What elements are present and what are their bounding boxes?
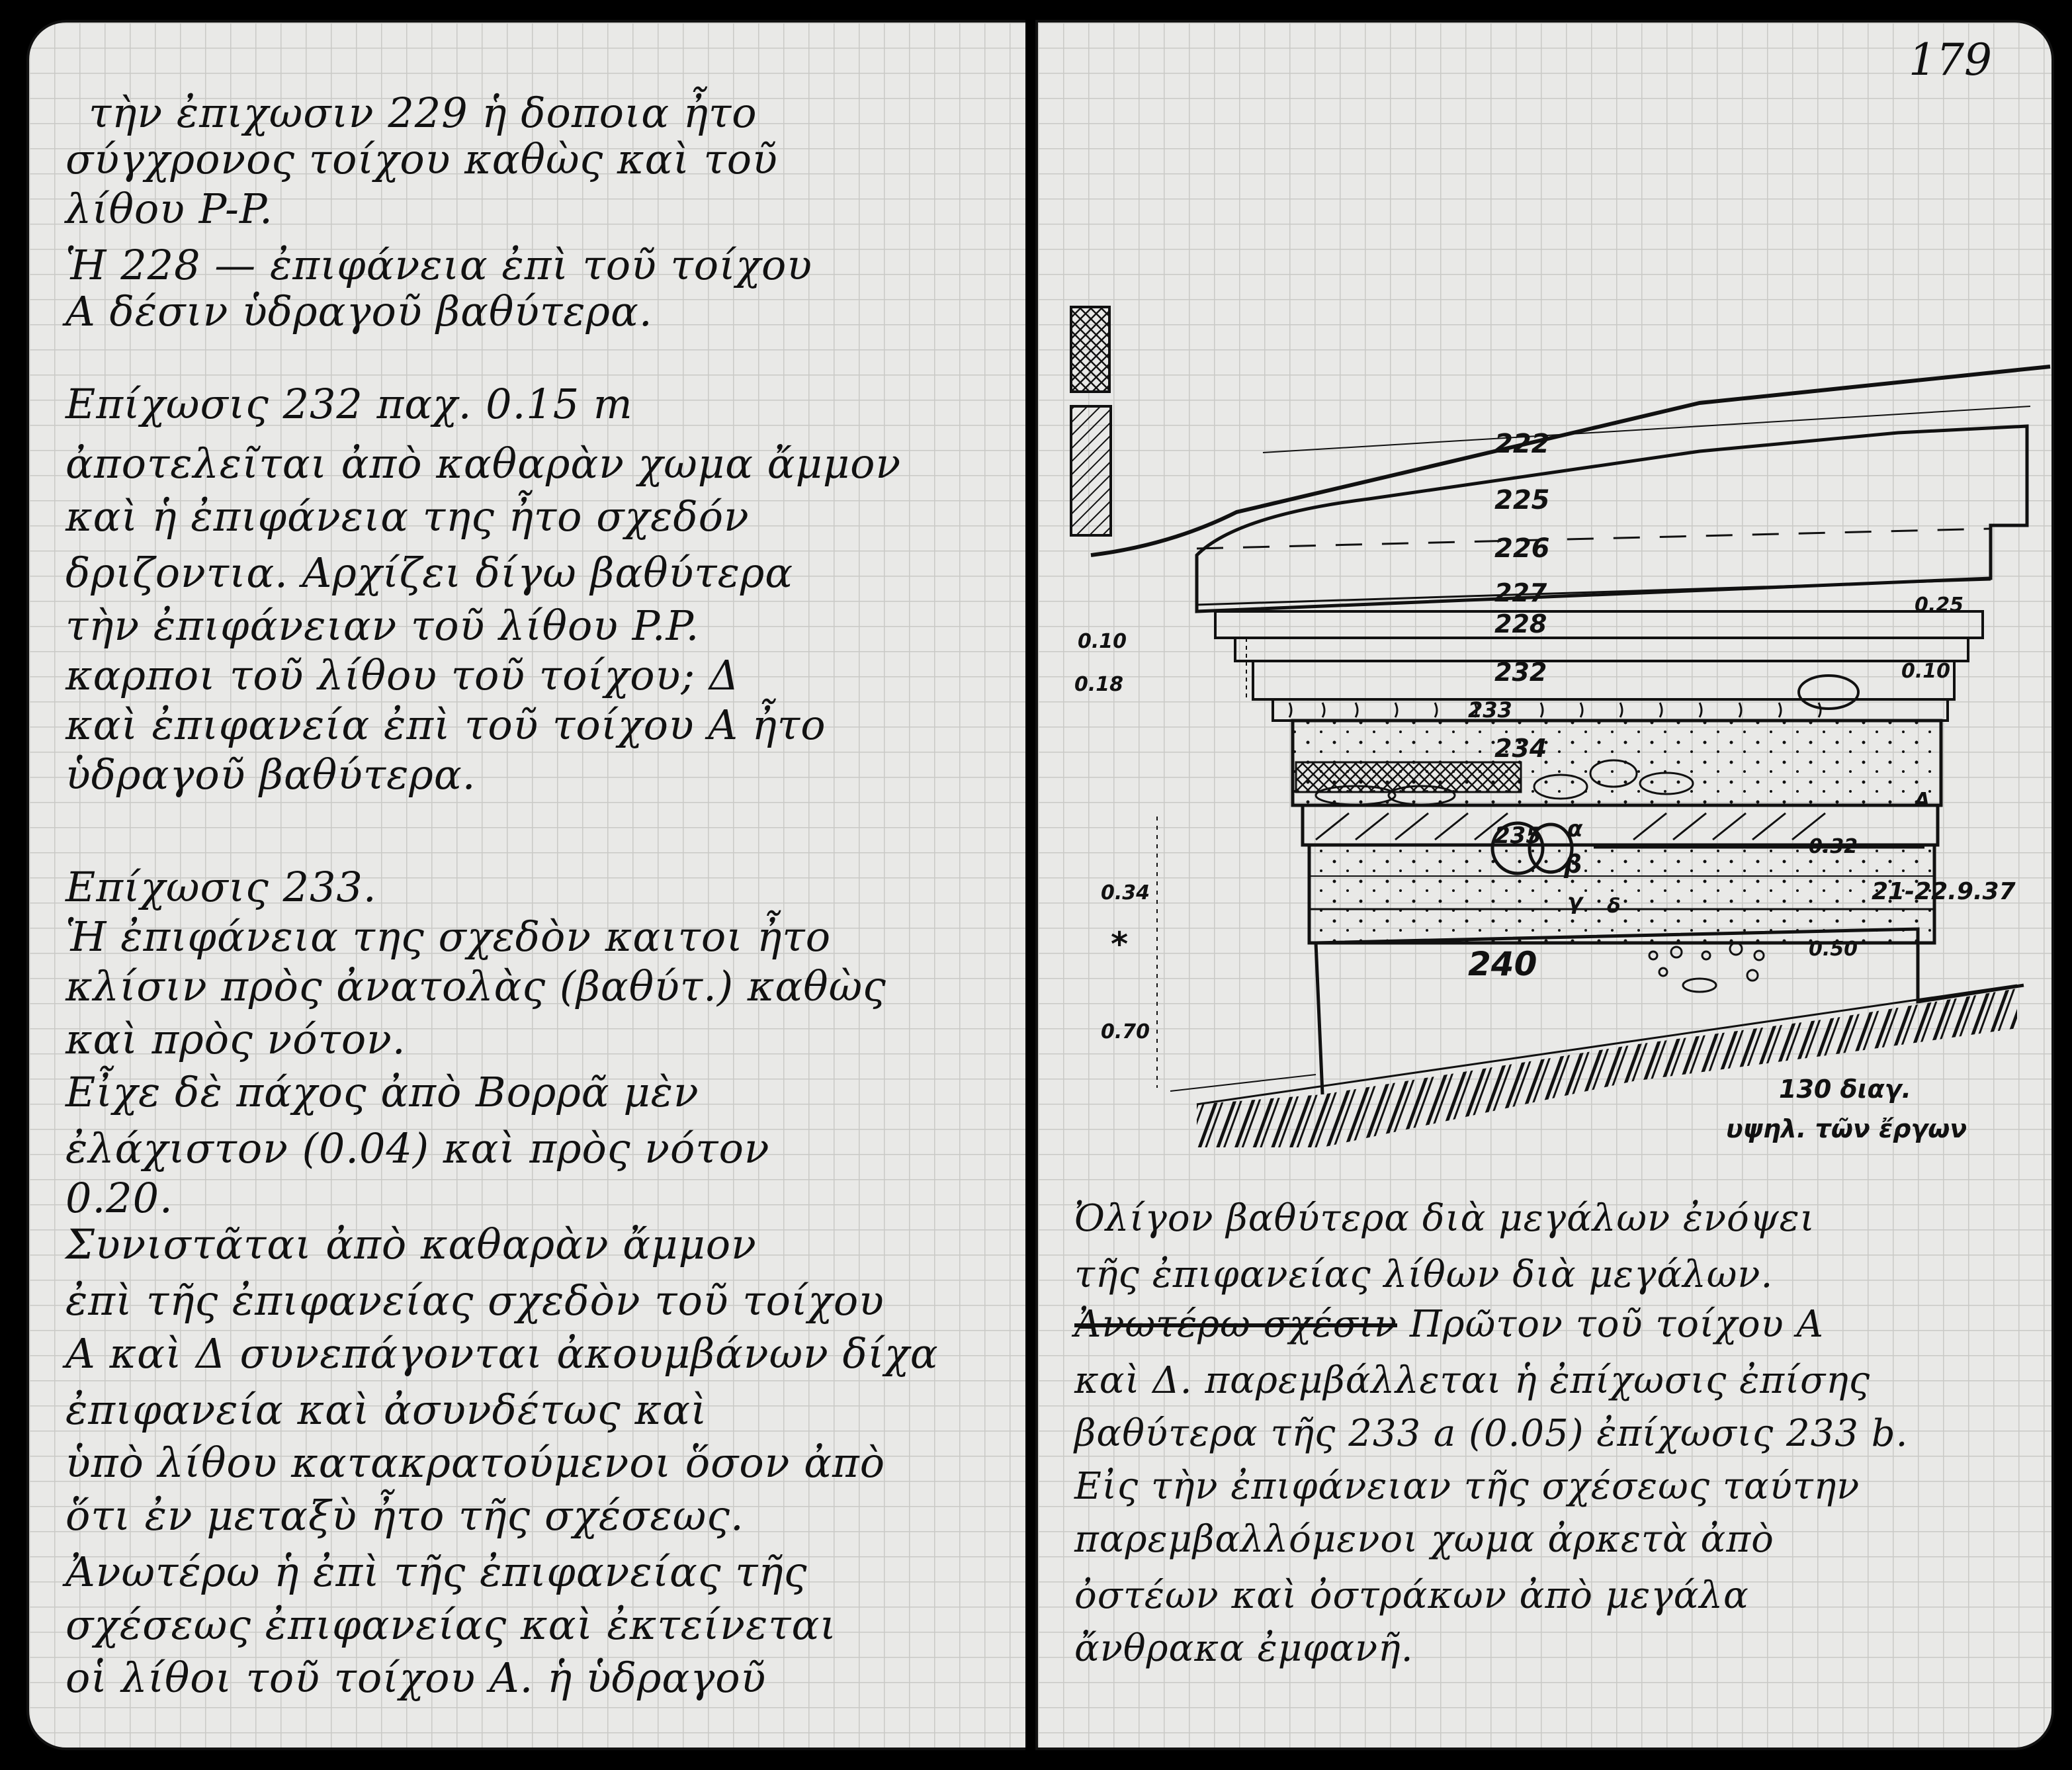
left-text-line: καρποι τοῦ λίθου τοῦ τοίχου; Δ	[65, 651, 740, 699]
date-label: 21-22.9.37	[1872, 878, 2016, 905]
stratigraphy-section-drawing: 222 225 226 227 228 232 233 234 235 240 …	[1070, 306, 2051, 1147]
left-text-line: ὑδραγοῦ βαθύτερα.	[65, 750, 476, 799]
left-text-line: Εἶχε δὲ πάχος ἀπὸ Βορρᾶ μὲν	[65, 1068, 699, 1116]
layer-227-label: 227	[1494, 578, 1547, 607]
left-text-line: καὶ ἐπιφανεία ἐπὶ τοῦ τοίχου A ἦτο	[65, 701, 826, 749]
layer-226-label: 226	[1494, 533, 1550, 564]
right-text-line: ἄνθρακα ἐμφανῆ.	[1074, 1627, 1414, 1670]
letter-alpha: α	[1567, 816, 1583, 842]
left-text-line: λίθου P-P.	[65, 185, 273, 233]
right-text-line: Ὀλίγον βαθύτερα διὰ μεγάλων ἐνόψει	[1074, 1197, 1815, 1240]
left-text-line: Ἡ 228 — ἐπιφάνεια ἐπὶ τοῦ τοίχου	[65, 241, 813, 289]
dim-right-010: 0.10	[1901, 660, 1950, 683]
right-text-line: Εἰς τὴν ἐπιφάνειαν τῆς σχέσεως ταύτην	[1074, 1465, 1860, 1508]
left-text-line: τὴν ἐπιχωσιν 229 ἡ δοποια ἦτο	[89, 89, 757, 137]
drawing-caption-1: 130 διαγ.	[1779, 1075, 1911, 1104]
dim-right-032: 0.32	[1809, 835, 1858, 858]
left-text-line: τὴν ἐπιφάνειαν τοῦ λίθου P.P.	[65, 601, 700, 650]
left-text-line: Επίχωσις 232 παχ. 0.15 m	[65, 380, 633, 428]
left-text-line: Ἀνωτέρω ἡ ἐπὶ τῆς ἐπιφανείας τῆς	[65, 1548, 808, 1596]
drawing-caption-2: υψηλ. τῶν ἔργων	[1726, 1114, 1967, 1143]
left-text-line: ἐπιφανεία καὶ ἀσυνδέτως καὶ	[65, 1386, 708, 1434]
left-text-line: καὶ πρὸς νότον.	[65, 1015, 406, 1063]
layer-225-label: 225	[1494, 485, 1550, 515]
left-text-line: Συνιστᾶται ἀπὸ καθαρὰν ἄμμον	[65, 1220, 757, 1268]
notebook-spine	[1025, 0, 1035, 1770]
left-text-line: ὑπὸ λίθου κατακρατούμενοι ὅσον ἀπὸ	[65, 1438, 886, 1487]
right-text-line: καὶ Δ. παρεμβάλλεται ἡ ἐπίχωσις ἐπίσης	[1074, 1359, 1871, 1402]
layer-234-label: 234	[1494, 734, 1547, 763]
dim-right-050: 0.50	[1809, 938, 1858, 961]
dim-left-070: 0.70	[1101, 1020, 1150, 1043]
layer-222-label: 222	[1494, 429, 1550, 459]
letter-gamma: γ	[1567, 889, 1584, 915]
left-text-line: σχέσεως ἐπιφανείας καὶ ἐκτείνεται	[65, 1601, 837, 1649]
left-text-line: ἐλάχιστον (0.04) καὶ πρὸς νότον	[65, 1124, 770, 1173]
left-text-line: 0.20.	[65, 1174, 173, 1222]
layer-228-label: 228	[1494, 609, 1547, 639]
layer-232-label: 232	[1494, 658, 1547, 687]
dim-left-018: 0.18	[1074, 673, 1123, 696]
letter-beta: β	[1563, 850, 1582, 879]
left-text-line: ἐπὶ τῆς ἐπιφανείας σχεδὸν τοῦ τοίχου	[65, 1276, 885, 1325]
layer-240-label: 240	[1468, 945, 1537, 983]
left-text-line: καὶ ἡ ἐπιφάνεια της ἦτο σχεδόν	[65, 492, 750, 541]
page-number: 179	[1909, 34, 1992, 85]
left-text-line: A καὶ Δ συνεπάγονται ἀκουμβάνων δίχα	[65, 1329, 939, 1378]
dim-right-025: 0.25	[1915, 594, 1964, 617]
left-text-line: ὅτι ἐν μεταξὺ ἦτο τῆς σχέσεως.	[65, 1491, 744, 1540]
left-text-line: κλίσιν πρὸς ἀνατολὰς (βαθύτ.) καθὼς	[65, 962, 886, 1010]
dim-left-034: 0.34	[1101, 881, 1150, 905]
left-text-line: Ἡ ἐπιφάνεια της σχεδὸν καιτοι ἦτο	[65, 912, 832, 961]
left-text-line: δριζοντια. Αρχίζει δίγω βαθύτερα	[65, 549, 794, 597]
right-notebook-page: 179	[1035, 20, 2054, 1750]
right-text-line: ὀστέων καὶ ὀστράκων ἀπὸ μεγάλα	[1074, 1574, 1749, 1617]
right-text-line: βαθύτερα τῆς 233 a (0.05) ἐπίχωσις 233 b…	[1074, 1412, 1909, 1455]
right-text-line: Ἀνωτέρω σχέσιν Πρῶτον τοῦ τοίχου A	[1074, 1303, 1824, 1346]
right-text-line: τῆς ἐπιφανείας λίθων διὰ μεγάλων.	[1074, 1253, 1774, 1296]
struck-out-phrase: Ἀνωτέρω σχέσιν	[1074, 1303, 1398, 1346]
letter-delta: δ	[1607, 895, 1621, 918]
right-text-rest: Πρῶτον τοῦ τοίχου A	[1397, 1303, 1824, 1346]
left-text-line: οἱ λίθοι τοῦ τοίχου A. ἡ ὑδραγοῦ	[65, 1654, 767, 1702]
star-mark: *	[1111, 925, 1128, 963]
left-text-line: σύγχρονος τοίχου καθὼς καὶ τοῦ	[65, 135, 778, 183]
left-text-line: A δέσιν ὑδραγοῦ βαθύτερα.	[65, 287, 653, 335]
wall-a-label: A	[1913, 789, 1930, 812]
left-text-line: Επίχωσις 233.	[65, 863, 377, 911]
layer-233-label: 233	[1468, 697, 1512, 723]
left-text-line: ἀποτελεῖται ἀπὸ καθαρὰν χωμα ἄμμον	[65, 439, 902, 488]
right-text-line: παρεμβαλλόμενοι χωμα ἀρκετὰ ἀπὸ	[1074, 1518, 1774, 1561]
layer-235-label: 235	[1494, 822, 1541, 849]
dim-left-010: 0.10	[1078, 630, 1127, 653]
